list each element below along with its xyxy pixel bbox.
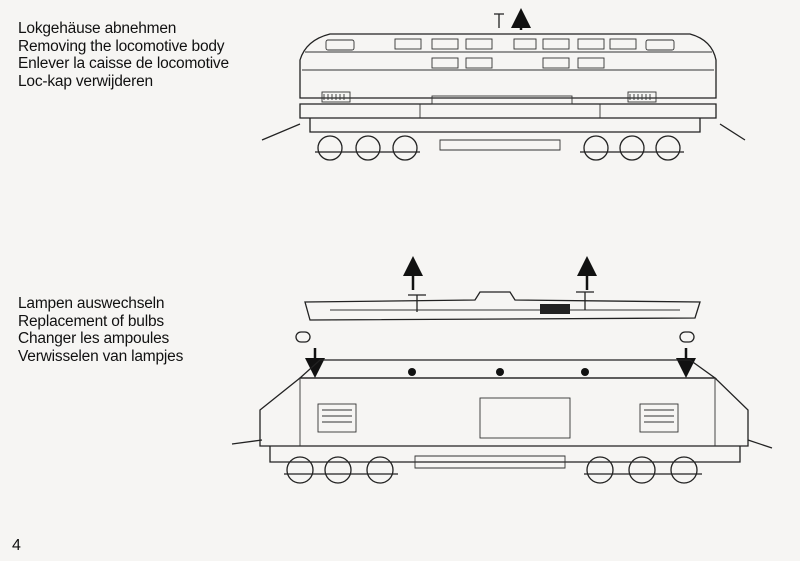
section-heading-replacing-bulbs: Lampen auswechseln Replacement of bulbs … bbox=[18, 295, 183, 365]
heading-line-en: Removing the locomotive body bbox=[18, 37, 225, 55]
heading-line-fr: Enlever la caisse de locomotive bbox=[18, 55, 229, 72]
heading-line-nl: Verwisselen van lampjes bbox=[18, 347, 184, 365]
locomotive-body-illustration bbox=[261, 8, 746, 161]
heading-line-de: Lampen auswechseln bbox=[18, 295, 165, 312]
bulb-replacement-illustration bbox=[231, 256, 773, 484]
section-heading-removing-body: Lokgehäuse abnehmen Removing the locomot… bbox=[18, 20, 229, 90]
page-number: 4 bbox=[12, 537, 21, 554]
heading-line-en: Replacement of bulbs bbox=[18, 312, 164, 330]
heading-line-nl: Loc-kap verwijderen bbox=[18, 72, 153, 90]
heading-line-de: Lokgehäuse abnehmen bbox=[18, 20, 177, 37]
heading-line-fr: Changer les ampoules bbox=[18, 330, 170, 347]
